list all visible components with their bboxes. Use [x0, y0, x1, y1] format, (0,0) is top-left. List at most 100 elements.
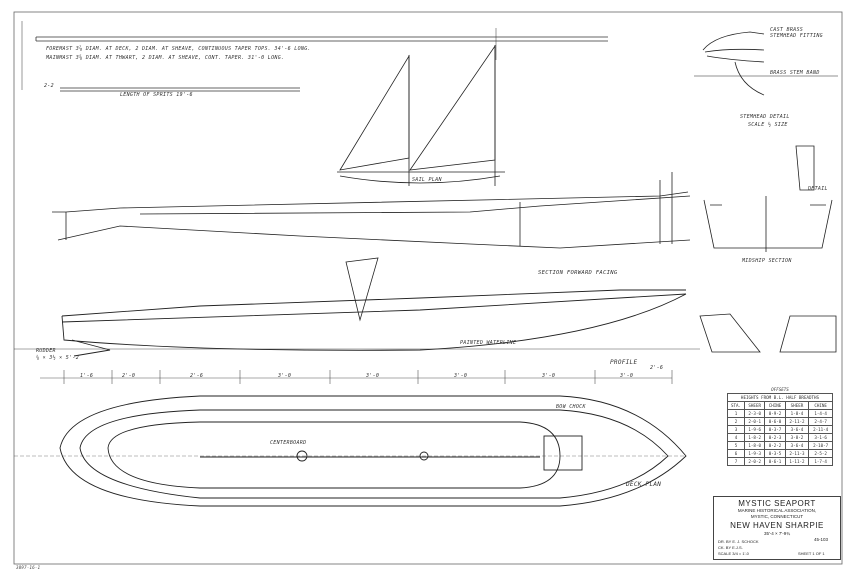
sheet-number-small: 3897-16-1 — [16, 565, 41, 570]
cell: 3-1-6 — [808, 433, 833, 442]
station-dim-8: 3'-0 — [620, 373, 634, 379]
cell: 2-3-0 — [744, 409, 766, 418]
title-vessel: NEW HAVEN SHARPIE — [730, 521, 824, 530]
cell: 2-11-4 — [808, 425, 833, 434]
sprits-length-note: LENGTH OF SPRITS 19'-6 — [120, 92, 193, 98]
cell: 1-9-6 — [744, 425, 766, 434]
bow-chock-label: BOW CHOCK — [556, 404, 586, 410]
cell: 2-11-3 — [784, 449, 810, 458]
station-baseline — [40, 370, 673, 384]
cell: 0-9-2 — [764, 409, 786, 418]
cell: 3-6-4 — [784, 441, 810, 450]
deck-plan-drawing — [14, 395, 687, 507]
cell: 0-6-1 — [764, 457, 786, 466]
cell: 2-5-2 — [808, 449, 833, 458]
offsets-row: 6 1-9-3 0-3-5 2-11-3 2-5-2 — [726, 449, 833, 458]
sail-plan-drawing — [337, 44, 505, 186]
cell: 1-8-0 — [744, 441, 766, 450]
foremast-note: FOREMAST 3⅞ DIAM. AT DECK, 2 DIAM. AT SH… — [46, 46, 311, 52]
station-dim-3: 2'-6 — [190, 373, 204, 379]
cell: 1-7-4 — [808, 457, 833, 466]
col-header: CHINE — [808, 401, 833, 410]
cell: 1-8-2 — [744, 433, 766, 442]
painted-waterline-label: PAINTED WATERLINE — [460, 340, 517, 346]
offsets-header-group: HEIGHTS FROM B.L. HALF BREADTHS — [727, 393, 833, 402]
station-dim-2: 2'-0 — [122, 373, 136, 379]
offsets-row: 7 2-0-2 0-6-1 1-11-2 1-7-4 — [726, 457, 833, 466]
profile-label: PROFILE — [610, 359, 638, 366]
rudder-label: RUDDER — [36, 348, 56, 354]
cell: 1 — [726, 409, 746, 418]
stemhead-detail-drawing — [694, 31, 838, 96]
cell: 2-4-7 — [808, 417, 833, 426]
stemhead-scale-label: SCALE ½ SIZE — [748, 122, 788, 128]
stem-fitting-label: CAST BRASS STEMHEAD FITTING — [770, 27, 823, 39]
profile-drawing — [14, 289, 700, 357]
centerboard-label: CENTERBOARD — [270, 440, 307, 446]
cell: 3-8-2 — [784, 433, 810, 442]
brass-band-label: BRASS STEM BAND — [770, 70, 820, 76]
midship-section-label: MIDSHIP SECTION — [742, 258, 792, 264]
offsets-table: OFFSETS HEIGHTS FROM B.L. HALF BREADTHS … — [726, 386, 833, 466]
mainmast-note: MAINMAST 3⅝ DIAM. AT THWART, 2 DIAM. AT … — [46, 55, 285, 61]
title-scale: SCALE 3/4 = 1'-0 — [718, 551, 749, 556]
midship-section-drawing — [699, 145, 837, 353]
col-header: CHINE — [764, 401, 786, 410]
cell: 2-10-7 — [808, 441, 833, 450]
cell: 1-8-4 — [784, 409, 810, 418]
title-org: MYSTIC SEAPORT — [738, 499, 816, 508]
station-dim-6: 3'-0 — [454, 373, 468, 379]
deck-plan-label: DECK PLAN — [626, 481, 662, 488]
title-number: 45-103 — [814, 537, 829, 542]
station-dim-5: 3'-0 — [366, 373, 380, 379]
station-dim-4: 3'-0 — [278, 373, 292, 379]
offsets-row: 1 2-3-0 0-9-2 1-8-4 1-4-4 — [726, 409, 833, 418]
cell: 0-2-3 — [764, 433, 786, 442]
title-drawn-by: DR. BY E. J. SCHOCK — [718, 539, 759, 544]
cell: 2-0-1 — [744, 417, 766, 426]
section-forward-facing-drawing — [52, 172, 691, 322]
cell: 5 — [726, 441, 746, 450]
cell: 0-3-7 — [764, 425, 786, 434]
title-size: 35'-4 × 7'-9¾ — [763, 531, 791, 536]
offsets-header-row: STA. SHEER CHINE SHEER CHINE — [726, 401, 833, 410]
section-detail-label: DETAIL — [808, 186, 828, 192]
station-dim-7: 3'-0 — [542, 373, 556, 379]
station-dim-9: 2'-6 — [650, 365, 664, 371]
cell: 0-2-2 — [764, 441, 786, 450]
col-header: SHEER — [744, 401, 766, 410]
cell: 7 — [726, 457, 746, 466]
offsets-row: 2 2-0-1 0-6-0 2-11-2 2-4-7 — [726, 417, 833, 426]
section-label: SECTION FORWARD FACING — [538, 270, 618, 276]
cell: 1-11-2 — [784, 457, 810, 466]
cell: 4 — [726, 433, 746, 442]
offsets-row: 4 1-8-2 0-2-3 3-8-2 3-1-6 — [726, 433, 833, 442]
cell: 2-0-2 — [744, 457, 766, 466]
offsets-row: 3 1-9-6 0-3-7 3-6-4 2-11-4 — [726, 425, 833, 434]
cell: 1-9-3 — [744, 449, 766, 458]
offsets-row: 5 1-8-0 0-2-2 3-6-4 2-10-7 — [726, 441, 833, 450]
title-assoc: MARINE HISTORICAL ASSOCIATION, — [737, 508, 817, 513]
cell: 6 — [726, 449, 746, 458]
sprit-label: 2-2 — [44, 83, 54, 89]
cell: 1-4-4 — [808, 409, 833, 418]
cell: 0-3-5 — [764, 449, 786, 458]
mast-spars — [21, 21, 608, 92]
col-header: STA. — [726, 401, 746, 410]
cell: 3 — [726, 425, 746, 434]
cell: 3-6-4 — [784, 425, 810, 434]
title-checked: CK. BY E.J.S. — [718, 545, 743, 550]
drawing-border — [13, 11, 843, 565]
title-block: MYSTIC SEAPORT MARINE HISTORICAL ASSOCIA… — [713, 496, 841, 560]
offsets-title: OFFSETS — [771, 387, 789, 392]
col-header: SHEER — [784, 401, 810, 410]
sail-plan-label: SAIL PLAN — [412, 177, 442, 183]
stemhead-detail-label: STEMHEAD DETAIL — [740, 114, 790, 120]
rudder-size-label: ¼ × 3½ × 5'-2 — [36, 355, 80, 361]
cell: 2-11-2 — [784, 417, 810, 426]
cell: 0-6-0 — [764, 417, 786, 426]
title-place: MYSTIC, CONNECTICUT — [750, 514, 804, 519]
cell: 2 — [726, 417, 746, 426]
station-dim-1: 1'-6 — [80, 373, 94, 379]
